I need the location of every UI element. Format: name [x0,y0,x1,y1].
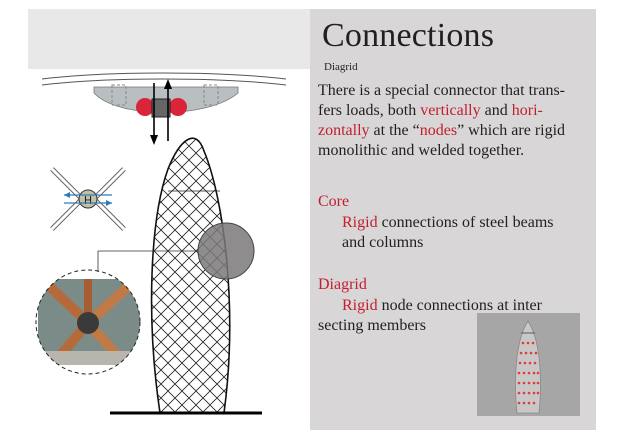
top-band [28,9,310,69]
highlight-nodes: nodes [419,122,458,139]
slide-title: Connections [322,17,495,54]
intro-text: There is a special connector that trans- [318,82,565,99]
diagrid-text: secting members [318,317,426,334]
tower-thumbnail-image [477,313,580,416]
core-rigid: Rigid [342,214,378,231]
tower-diagrid [110,137,262,415]
core-heading: Core [318,193,350,210]
intro-text: fers loads, both [318,102,421,119]
slide-subtitle: Diagrid [324,61,358,73]
highlight-vertically: vertically [420,102,481,119]
diagrid-rigid: Rigid [342,297,378,314]
core-text: and columns [342,234,424,251]
intro-text: monolithic and welded together. [318,142,525,159]
core-body: Rigid connections of steel beams and col… [318,213,586,253]
diagrid-body: Rigid node connections at inter secting … [318,296,586,336]
diagrid-heading: Diagrid [318,276,367,293]
diagrid-text: node connections at inter [377,297,542,314]
diagrid-illustration: H [35,72,287,415]
node-label: H [84,194,92,207]
core-text: connections of steel beams [377,214,554,231]
intro-text: at the “ [369,122,420,139]
node-section-diagram [41,72,287,145]
highlight-horizontally-cont: zontally [318,122,370,139]
highlight-horizontally: hori- [511,102,543,119]
intro-paragraph: There is a special connector that trans-… [318,81,586,161]
x-node-diagram: H [50,167,126,231]
intro-text: ” which are rigid [457,122,566,139]
intro-text: and [480,102,512,119]
node-photo [35,269,141,375]
